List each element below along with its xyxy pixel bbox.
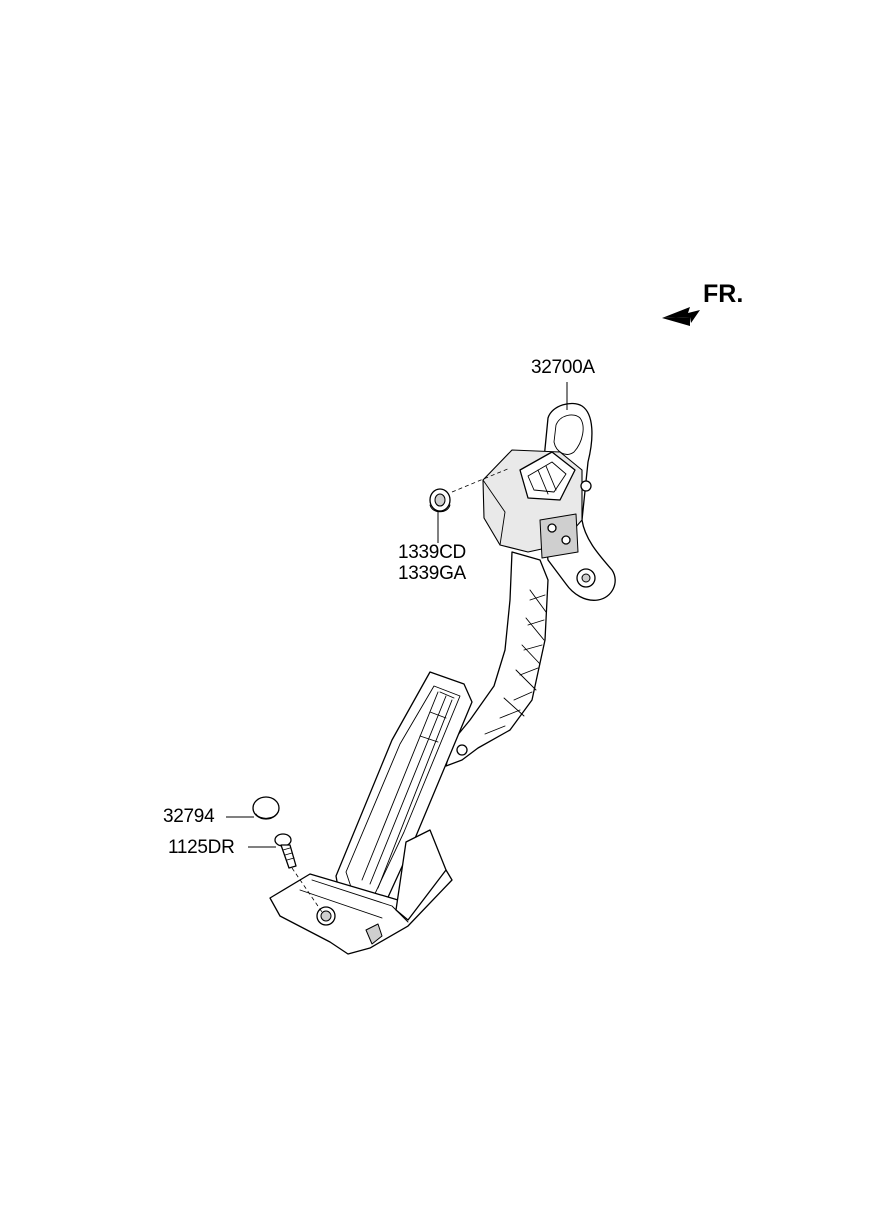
- part-label-32700A: 32700A: [531, 357, 595, 378]
- bolt-part-1125DR: [274, 833, 323, 913]
- part-label-1125DR: 1125DR: [168, 837, 235, 858]
- part-label-32794: 32794: [163, 806, 215, 827]
- part-label-1339CD: 1339CD: [398, 542, 466, 563]
- pedal-assembly-32700A: [269, 402, 616, 955]
- bushing-part: [429, 467, 511, 513]
- front-direction-label: FR.: [703, 280, 744, 308]
- cap-part-32794: [252, 796, 280, 820]
- direction-arrow-icon: [662, 307, 700, 326]
- part-label-1339GA: 1339GA: [398, 563, 466, 584]
